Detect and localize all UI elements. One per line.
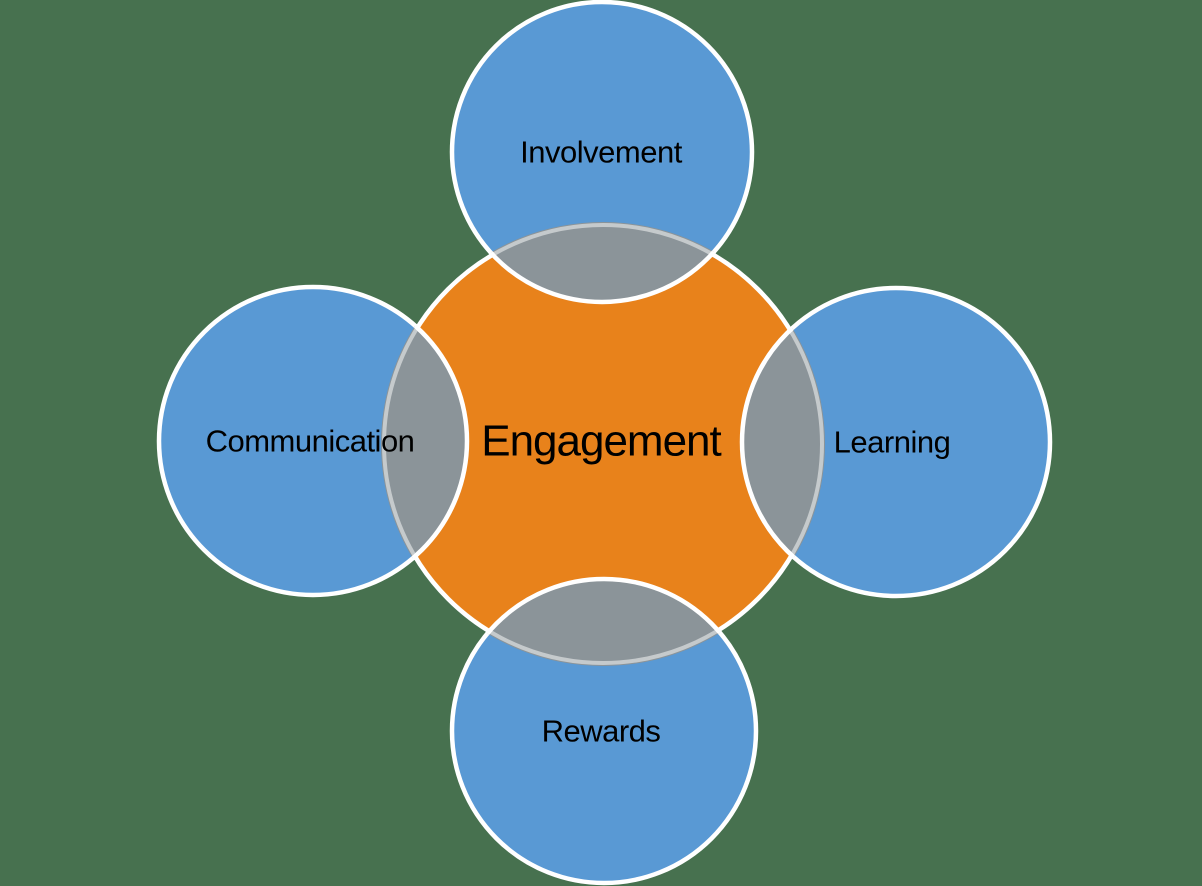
label-communication: Communication — [206, 424, 415, 459]
label-rewards: Rewards — [542, 714, 661, 749]
lens-arc-learning — [739, 285, 825, 599]
center-arc-in-learning — [742, 288, 824, 596]
label-engagement: Engagement — [481, 417, 721, 466]
lens-arc-involvement — [449, 222, 755, 305]
center-arc-in-rewards — [452, 579, 756, 665]
center-edge-arcs — [382, 223, 824, 665]
lens-arc-rewards — [449, 576, 759, 666]
node-circles — [156, 0, 1053, 886]
lens-arc-communication — [381, 284, 470, 598]
center-arc-in-involvement — [452, 223, 752, 302]
label-learning: Learning — [834, 425, 951, 460]
labels: Engagement Involvement Communication Lea… — [206, 135, 951, 749]
center-arc-in-communication — [382, 287, 467, 595]
label-involvement: Involvement — [520, 135, 683, 170]
